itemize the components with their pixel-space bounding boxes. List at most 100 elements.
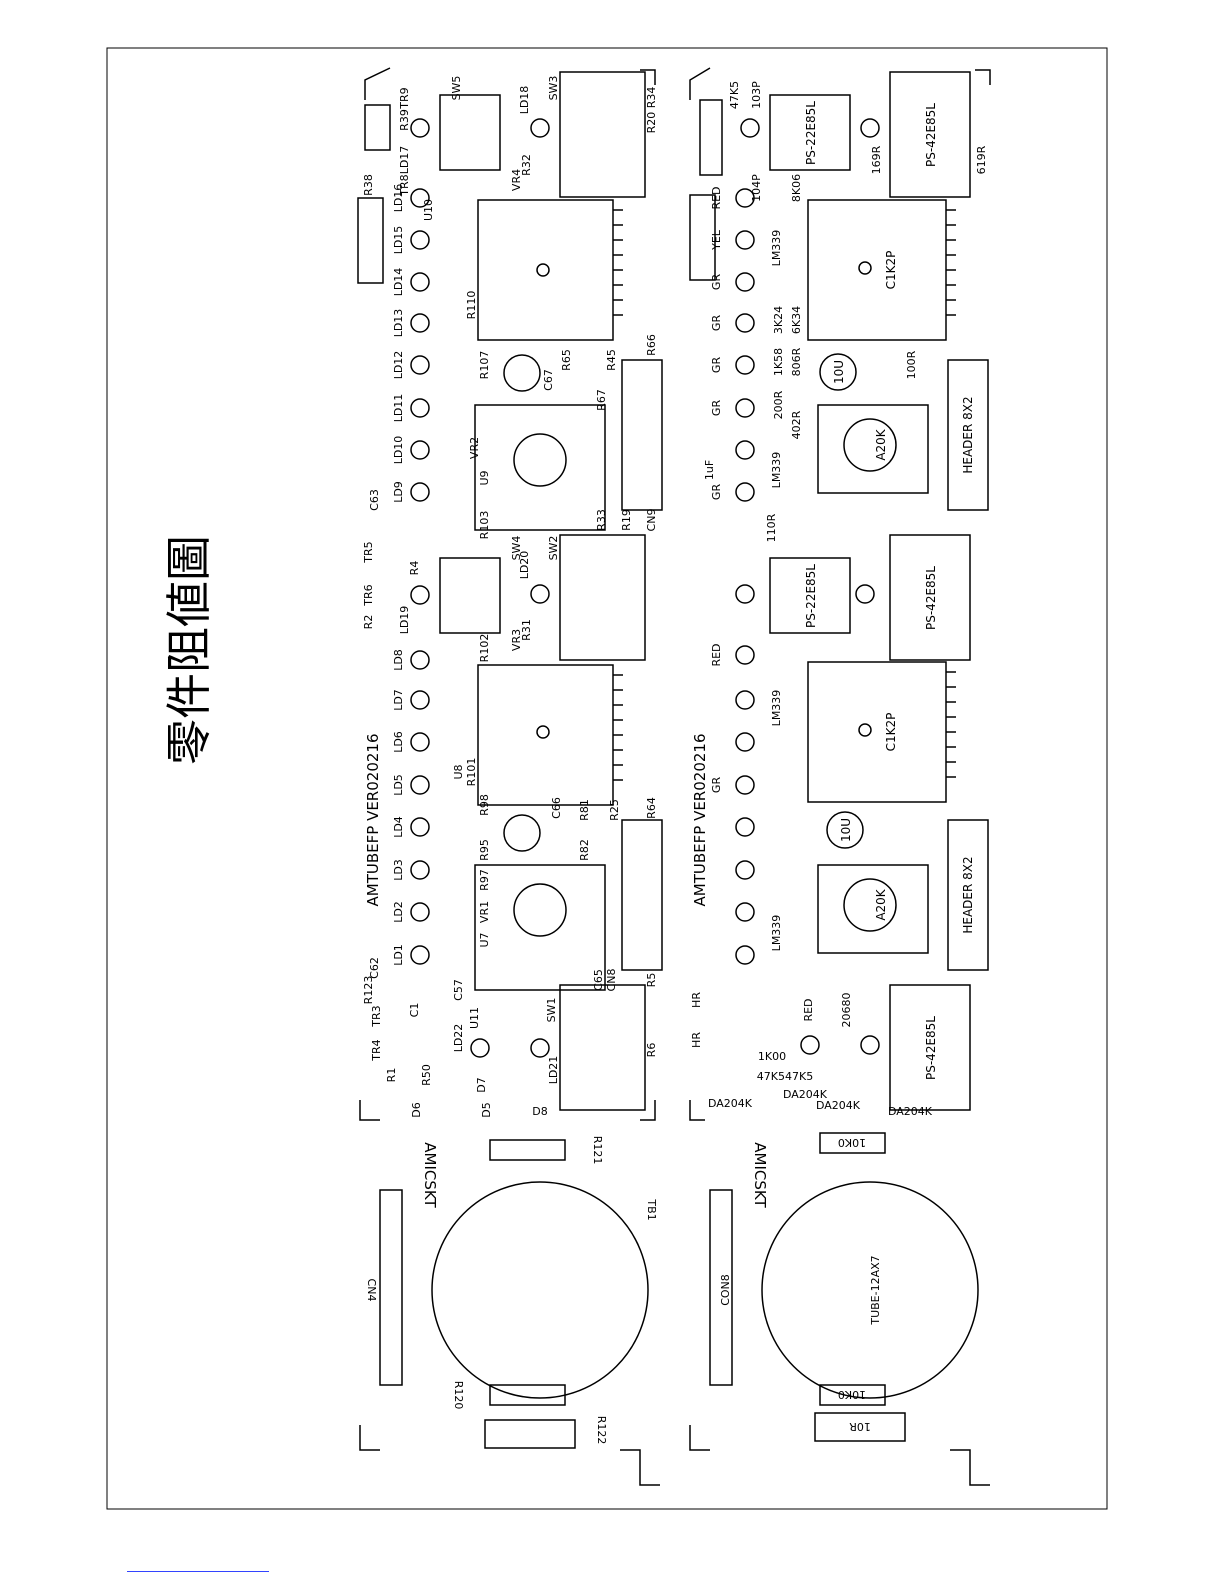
value-47k5: 47K5	[728, 81, 741, 109]
value-1k00: 1K00	[758, 1050, 786, 1063]
r64-label: R64	[645, 797, 658, 819]
vr2-label: VR2	[468, 437, 481, 459]
led-color-11: HR	[690, 1032, 703, 1048]
tube-12ax7-label: TUBE-12AX7	[869, 1255, 882, 1325]
r4-label: R4	[408, 561, 421, 576]
vr4-box	[477, 199, 614, 341]
bottom-socket-label: AMICSKT	[751, 1142, 769, 1208]
r107-label: R107	[478, 351, 491, 380]
r97-label: R97	[478, 869, 491, 891]
u11-label: U11	[468, 1007, 481, 1029]
lm339-1-label: LM339	[770, 230, 783, 267]
top-board	[357, 67, 663, 1486]
r2-label: R2	[362, 615, 375, 630]
led-color-1: GR	[710, 484, 723, 501]
r95-label: R95	[478, 839, 491, 861]
header-8x2-top-label: HEADER 8X2	[961, 396, 975, 473]
led-color-9: RED	[710, 643, 723, 666]
da204k-4-label: DA204K	[888, 1105, 933, 1118]
ld17-label: LD17	[398, 146, 411, 175]
tr9-label: TR9	[398, 87, 411, 109]
d8-label: D8	[532, 1105, 547, 1118]
ld16-label: LD16	[392, 184, 405, 213]
header-8x2-top-box	[947, 359, 989, 511]
tr5-label: TR5	[362, 541, 375, 563]
led-color-5: GR	[710, 274, 723, 291]
sw3-box	[559, 71, 646, 198]
value-20680: 20680	[840, 993, 853, 1028]
vr1-label: VR1	[478, 901, 491, 923]
led-color-12: HR	[690, 992, 703, 1008]
ps-22e85l-top-label: PS-22E85L	[804, 101, 818, 165]
ld10-label: LD10	[392, 436, 405, 465]
led-color-2: GR	[710, 400, 723, 417]
r39-label: R39	[398, 109, 411, 131]
ld2-label: LD2	[392, 901, 405, 923]
res-10k0-top-label: 10K0	[838, 1136, 866, 1149]
r31-label: R31	[520, 619, 533, 641]
res-10k0-bottom-box	[819, 1384, 886, 1406]
led-color-10: RED	[802, 998, 815, 1021]
con8-box	[709, 1189, 733, 1386]
u7-label: U7	[478, 932, 491, 947]
value-200r: 200R	[772, 390, 785, 419]
r123-label: R123	[362, 976, 375, 1005]
c1-label: C1	[408, 1003, 421, 1018]
r20-r34-label: R20 R34	[645, 87, 658, 134]
res-10r-box	[814, 1412, 906, 1442]
r32-label: R32	[520, 154, 533, 176]
r5-label: R5	[645, 973, 658, 988]
sw4-box	[439, 557, 501, 634]
c1k2p-top-label: C1K2P	[884, 251, 898, 290]
res-10r-label: 10R	[849, 1420, 871, 1433]
ld21-label: LD21	[547, 1056, 560, 1085]
ps-42e85l-top-label: PS-42E85L	[924, 103, 938, 167]
r120-box	[489, 1384, 566, 1406]
sw3-label: SW3	[547, 76, 560, 101]
r1-label: R1	[385, 1068, 398, 1083]
ps-22e85l-top-box	[769, 94, 851, 171]
r33-label: R33	[595, 509, 608, 531]
led-color-6: GR	[710, 777, 723, 794]
header-8x2-bottom-label: HEADER 8X2	[961, 856, 975, 933]
tr4-label: TR4	[370, 1039, 383, 1061]
pot-vr2-box	[474, 404, 606, 531]
r110-label: R110	[465, 291, 478, 320]
ld9-label: LD9	[392, 481, 405, 503]
r98-label: R98	[478, 794, 491, 816]
sw2-label: SW2	[547, 536, 560, 561]
ld20-label: LD20	[518, 551, 531, 580]
r67-label: R67	[595, 389, 608, 411]
ps-42e85l-mid-box	[889, 534, 971, 661]
value-402r: 402R	[790, 410, 803, 439]
value-619r: 619R	[975, 145, 988, 174]
r120-label: R120	[452, 1381, 465, 1410]
r81-label: R81	[578, 799, 591, 821]
value-6k34: 6K34	[790, 306, 803, 334]
res-10k0-top-box	[819, 1132, 886, 1154]
header-8x2-bottom-box	[947, 819, 989, 971]
sw5-label: SW5	[450, 76, 463, 101]
value-1k58: 1K58	[772, 348, 785, 376]
ld18-label: LD18	[518, 86, 531, 115]
d6-label: D6	[410, 1102, 423, 1117]
r66-label: R66	[645, 334, 658, 356]
r19-label: R19	[620, 509, 633, 531]
u10-label: U10	[422, 199, 435, 221]
sw2-box	[559, 534, 646, 661]
led-column-bottom	[735, 118, 880, 1055]
footer-link-underline	[127, 1571, 269, 1572]
cap-10u-bottom-label: 10U	[839, 818, 853, 842]
ps-42e85l-bottom-box	[889, 984, 971, 1111]
value-103p: 103P	[750, 81, 763, 109]
r103-label: R103	[478, 511, 491, 540]
ld8-label: LD8	[392, 649, 405, 671]
ld4-label: LD4	[392, 816, 405, 838]
ld5-label: LD5	[392, 774, 405, 796]
r101-label: R101	[465, 758, 478, 787]
r45-label: R45	[605, 349, 618, 371]
r38-label: R38	[362, 174, 375, 196]
c62-label: C62	[368, 957, 381, 979]
cn9-label: CN9	[645, 509, 658, 532]
